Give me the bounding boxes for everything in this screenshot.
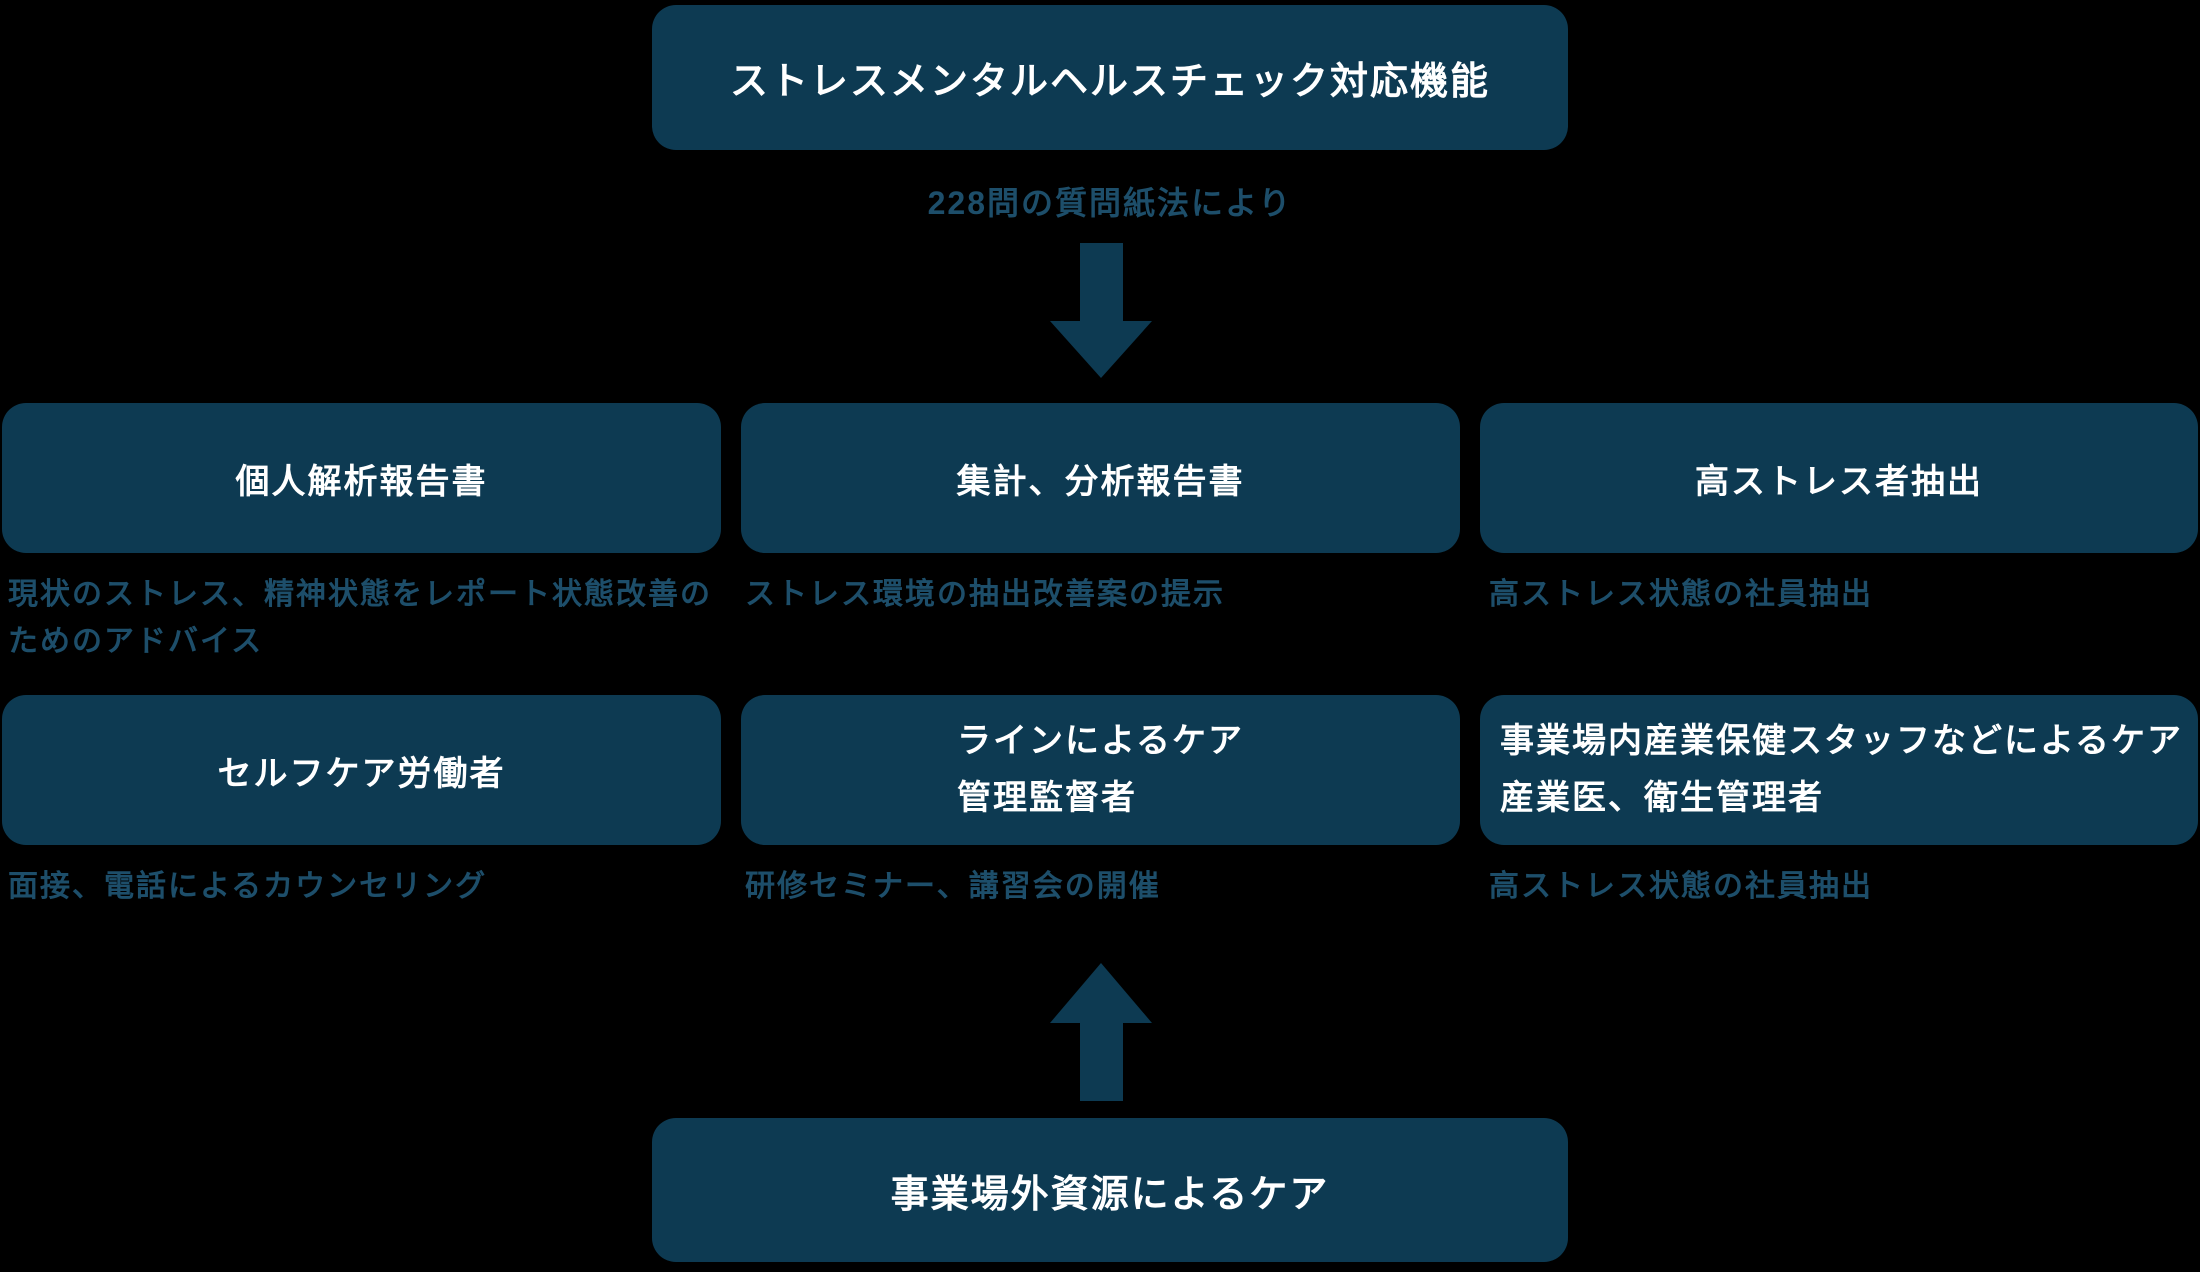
node-aggregate-analysis-report: 集計、分析報告書 bbox=[741, 403, 1460, 553]
arrow-down-shaft bbox=[1079, 243, 1123, 321]
node-personal-analysis-report: 個人解析報告書 bbox=[2, 403, 721, 553]
arrow-up-icon bbox=[1050, 963, 1152, 1101]
node-title-line: ラインによるケア bbox=[957, 722, 1244, 760]
node-internal-health-staff-care: 事業場内産業保健スタッフなどによるケア 産業医、衛生管理者 bbox=[1480, 695, 2198, 845]
caption-line: 面接、電話によるカウンセリング bbox=[8, 870, 488, 903]
node-external-resource-care-label: 事業場外資源によるケア bbox=[890, 1173, 1330, 1216]
caption-line: ためのアドバイス bbox=[8, 625, 264, 658]
caption-line: 高ストレス状態の社員抽出 bbox=[1489, 578, 1873, 611]
node-high-stress-extraction: 高ストレス者抽出 bbox=[1480, 403, 2198, 553]
arrow-up-head bbox=[1050, 963, 1152, 1023]
caption-self-care-workers: 面接、電話によるカウンセリング bbox=[8, 863, 487, 910]
node-external-resource-care: 事業場外資源によるケア bbox=[652, 1118, 1568, 1262]
caption-high-stress-extraction: 高ストレス状態の社員抽出 bbox=[1489, 571, 1873, 618]
node-title-line: 管理監督者 bbox=[957, 779, 1137, 817]
caption-line: 現状のストレス、精神状態をレポート状態改善の bbox=[8, 578, 712, 611]
node-title-line: 産業医、衛生管理者 bbox=[1500, 779, 1824, 817]
arrow-down-head bbox=[1050, 321, 1152, 378]
caption-line: 高ストレス状態の社員抽出 bbox=[1489, 870, 1873, 903]
node-stress-mental-health-check: ストレスメンタルヘルスチェック対応機能 bbox=[652, 5, 1568, 150]
arrow-up-shaft bbox=[1079, 1023, 1123, 1101]
arrow-down-icon bbox=[1050, 243, 1152, 378]
label-questionnaire-method: 228問の質問紙法により bbox=[927, 185, 1293, 221]
caption-line-care-supervisors: 研修セミナー、講習会の開催 bbox=[745, 863, 1161, 910]
node-self-care-workers-label: セルフケア労働者 bbox=[217, 754, 506, 793]
node-self-care-workers: セルフケア労働者 bbox=[2, 695, 721, 845]
caption-internal-health-staff-care: 高ストレス状態の社員抽出 bbox=[1489, 863, 1873, 910]
node-internal-health-staff-care-label: 事業場内産業保健スタッフなどによるケア 産業医、衛生管理者 bbox=[1500, 713, 2183, 827]
node-title-line: 事業場内産業保健スタッフなどによるケア bbox=[1500, 722, 2183, 760]
caption-aggregate-analysis-report: ストレス環境の抽出改善案の提示 bbox=[745, 571, 1225, 618]
node-line-care-supervisors: ラインによるケア 管理監督者 bbox=[741, 695, 1460, 845]
node-high-stress-extraction-label: 高ストレス者抽出 bbox=[1695, 462, 1983, 501]
caption-line: ストレス環境の抽出改善案の提示 bbox=[745, 578, 1225, 611]
node-aggregate-analysis-report-label: 集計、分析報告書 bbox=[956, 462, 1245, 501]
caption-line: 研修セミナー、講習会の開催 bbox=[745, 870, 1161, 903]
node-stress-mental-health-check-label: ストレスメンタルヘルスチェック対応機能 bbox=[729, 61, 1490, 103]
node-personal-analysis-report-label: 個人解析報告書 bbox=[235, 462, 488, 501]
caption-personal-analysis-report: 現状のストレス、精神状態をレポート状態改善の ためのアドバイス bbox=[8, 571, 712, 665]
node-line-care-supervisors-label: ラインによるケア 管理監督者 bbox=[957, 713, 1244, 827]
